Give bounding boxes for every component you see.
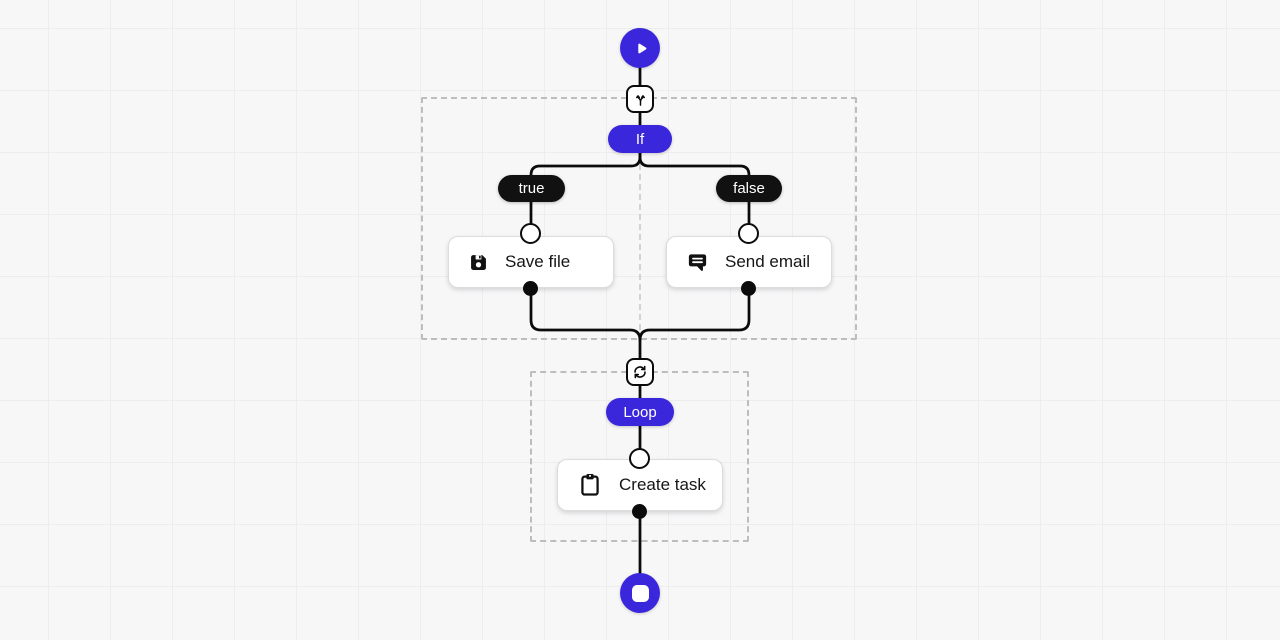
loop-badge[interactable]: Loop — [606, 398, 674, 426]
play-icon — [631, 39, 650, 58]
input-port-create-task[interactable] — [629, 448, 650, 469]
output-port-send-email[interactable] — [741, 281, 756, 296]
clipboard-icon — [577, 472, 603, 498]
if-center-guide-line — [639, 154, 641, 340]
node-create-task[interactable]: Create task — [557, 459, 723, 511]
input-port-save-file[interactable] — [520, 223, 541, 244]
node-label: Create task — [619, 475, 706, 494]
end-node[interactable] — [620, 573, 660, 613]
branch-label-true[interactable]: true — [498, 175, 565, 202]
start-node[interactable] — [620, 28, 660, 68]
split-branch-icon — [632, 91, 649, 108]
message-lines-icon — [686, 251, 709, 274]
stop-icon — [631, 584, 649, 602]
if-badge[interactable]: If — [608, 125, 672, 153]
branch-label-false[interactable]: false — [716, 175, 782, 202]
node-label: Send email — [725, 252, 811, 271]
output-port-save-file[interactable] — [523, 281, 538, 296]
save-floppy-icon — [468, 252, 489, 273]
if-node[interactable] — [626, 85, 654, 113]
node-label: Save file — [505, 252, 571, 271]
output-port-create-task[interactable] — [632, 504, 647, 519]
loop-cycle-icon — [632, 364, 648, 380]
input-port-send-email[interactable] — [738, 223, 759, 244]
loop-node[interactable] — [626, 358, 654, 386]
